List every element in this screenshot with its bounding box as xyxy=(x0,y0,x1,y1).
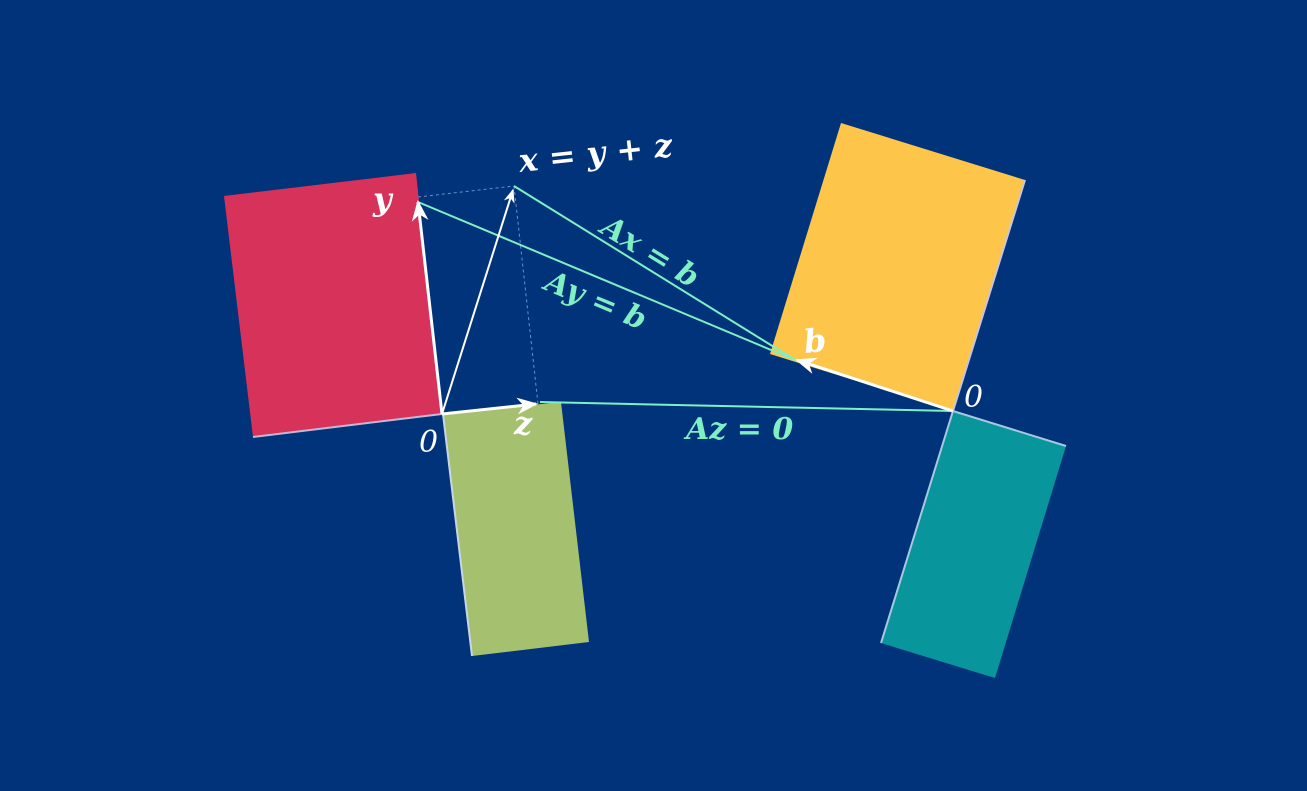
vector-y xyxy=(411,199,444,415)
column-space-edge xyxy=(952,179,1026,412)
mapping-line-ax xyxy=(513,185,796,361)
label-x-sum: x = y + z xyxy=(516,126,675,180)
guide-dashed-right xyxy=(513,185,539,405)
label-az-0: Az = 0 xyxy=(683,412,793,447)
guide-dashed-top xyxy=(417,185,515,198)
label-origin-left: 0 xyxy=(419,425,438,460)
row-space-edge xyxy=(252,413,443,438)
mapping-line-az xyxy=(539,401,954,412)
null-space-edge xyxy=(442,413,473,657)
label-z: z xyxy=(513,404,533,442)
mapping-line-ay xyxy=(417,201,796,361)
column-space-rect xyxy=(770,123,1025,411)
vector-z xyxy=(441,397,539,416)
null-space-rect xyxy=(443,402,589,656)
label-b: b xyxy=(802,321,828,361)
label-y: y xyxy=(372,180,394,218)
left-null-space-rect xyxy=(881,411,1066,678)
row-space-rect xyxy=(224,173,442,437)
vector-x xyxy=(441,188,515,415)
label-origin-right: 0 xyxy=(964,380,983,415)
label-ay-b: Ay = b xyxy=(537,263,652,338)
vector-b xyxy=(795,357,954,413)
